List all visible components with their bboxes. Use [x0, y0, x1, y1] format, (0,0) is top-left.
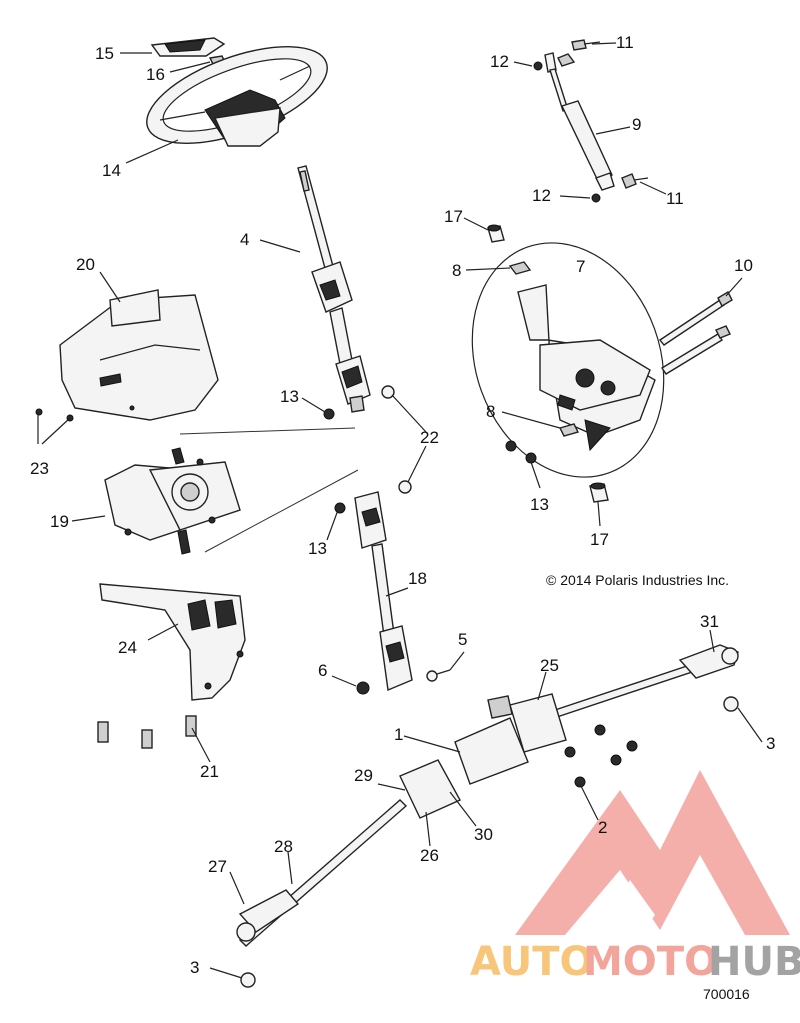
part-18-intermediate-shaft [354, 491, 413, 691]
callout-24: 24 [118, 638, 137, 657]
callout-3-left: 3 [190, 958, 199, 977]
callout-31: 31 [700, 612, 719, 631]
part-27-tie-rod-end [236, 889, 300, 942]
callout-5: 5 [458, 630, 467, 649]
callout-19: 19 [50, 512, 69, 531]
callout-11-upper: 11 [616, 33, 634, 52]
part-20-cover [59, 289, 219, 421]
callout-13-lower: 13 [308, 539, 327, 558]
part-9-gas-strut [544, 52, 615, 191]
part-23-screws [35, 408, 74, 422]
part-12-nut-upper [533, 61, 543, 71]
leader-lines [37, 42, 763, 979]
callout-8-upper: 8 [452, 261, 461, 280]
callout-15: 15 [95, 44, 114, 63]
callout-17-lower: 17 [590, 530, 609, 549]
callout-30: 30 [474, 825, 493, 844]
part-24-mount-bracket [99, 583, 246, 701]
guide-lines [179, 427, 359, 553]
part-19-eps-unit [104, 447, 241, 555]
callout-1: 1 [394, 725, 403, 744]
part-22-bolt-upper [381, 385, 395, 399]
part-11-bolt-lower [621, 173, 649, 189]
callout-29: 29 [354, 766, 373, 785]
callout-16: 16 [146, 65, 165, 84]
callout-9: 9 [632, 115, 641, 134]
part-2-nuts [564, 724, 638, 788]
copyright-text: © 2014 Polaris Industries Inc. [546, 572, 729, 588]
callout-3-right: 3 [766, 734, 775, 753]
callout-28: 28 [274, 837, 293, 856]
part-8-spacer-upper [508, 261, 532, 275]
callout-6: 6 [318, 661, 327, 680]
part-21-bolts [97, 715, 197, 749]
part-14-steering-wheel [146, 46, 328, 147]
part-6-nut [356, 681, 370, 695]
part-3-nut-right [723, 696, 739, 712]
callout-8-lower: 8 [486, 402, 495, 421]
callout-17-upper: 17 [444, 207, 463, 226]
callout-13-bracket: 13 [530, 495, 549, 514]
part-17-bushing-lower [589, 482, 609, 503]
callout-2: 2 [598, 818, 607, 837]
document-number: 700016 [703, 986, 750, 1002]
part-12-nut-lower [591, 193, 601, 203]
part-8-spacer-lower [558, 423, 580, 437]
callout-25: 25 [540, 656, 559, 675]
part-13-nut-bracket [505, 440, 537, 464]
callout-20: 20 [76, 255, 95, 274]
part-17-bushing-upper [487, 224, 505, 243]
part-15-cap [150, 37, 226, 57]
watermark-hub: HUB [708, 939, 800, 985]
part-22-bolt-lower [398, 480, 412, 494]
part-13-nut-lower [334, 502, 346, 514]
part-3-nut-left [240, 972, 256, 988]
callout-4: 4 [240, 230, 249, 249]
callout-21: 21 [200, 762, 219, 781]
part-26-boot [399, 759, 461, 819]
part-25-boot [509, 693, 567, 753]
part-13-nut-shaft [323, 408, 335, 420]
part-4-upper-shaft [297, 165, 371, 413]
callout-23: 23 [30, 459, 49, 478]
callout-26: 26 [420, 846, 439, 865]
callout-10: 10 [734, 256, 753, 275]
part-1-rack-housing [454, 695, 529, 785]
part-7-steering-bracket [471, 242, 665, 478]
callout-12-lower: 12 [532, 186, 551, 205]
callout-22: 22 [420, 428, 439, 447]
callout-13-shaft: 13 [280, 387, 299, 406]
callout-18: 18 [408, 569, 427, 588]
watermark-logo [515, 770, 790, 935]
callout-7: 7 [576, 257, 585, 276]
watermark-moto: MOTO [583, 939, 718, 985]
part-10-bolts [658, 291, 733, 375]
callout-12-upper: 12 [490, 52, 509, 71]
watermark-auto: AUTO [470, 939, 594, 985]
callout-11-lower: 11 [666, 189, 684, 208]
callout-14: 14 [102, 161, 121, 180]
part-11-bolt-upper [557, 39, 601, 67]
callout-27: 27 [208, 857, 227, 876]
callouts: 15 16 14 4 20 11 12 9 12 11 17 7 10 8 8 … [30, 33, 775, 1002]
part-5-bolt [426, 669, 451, 682]
